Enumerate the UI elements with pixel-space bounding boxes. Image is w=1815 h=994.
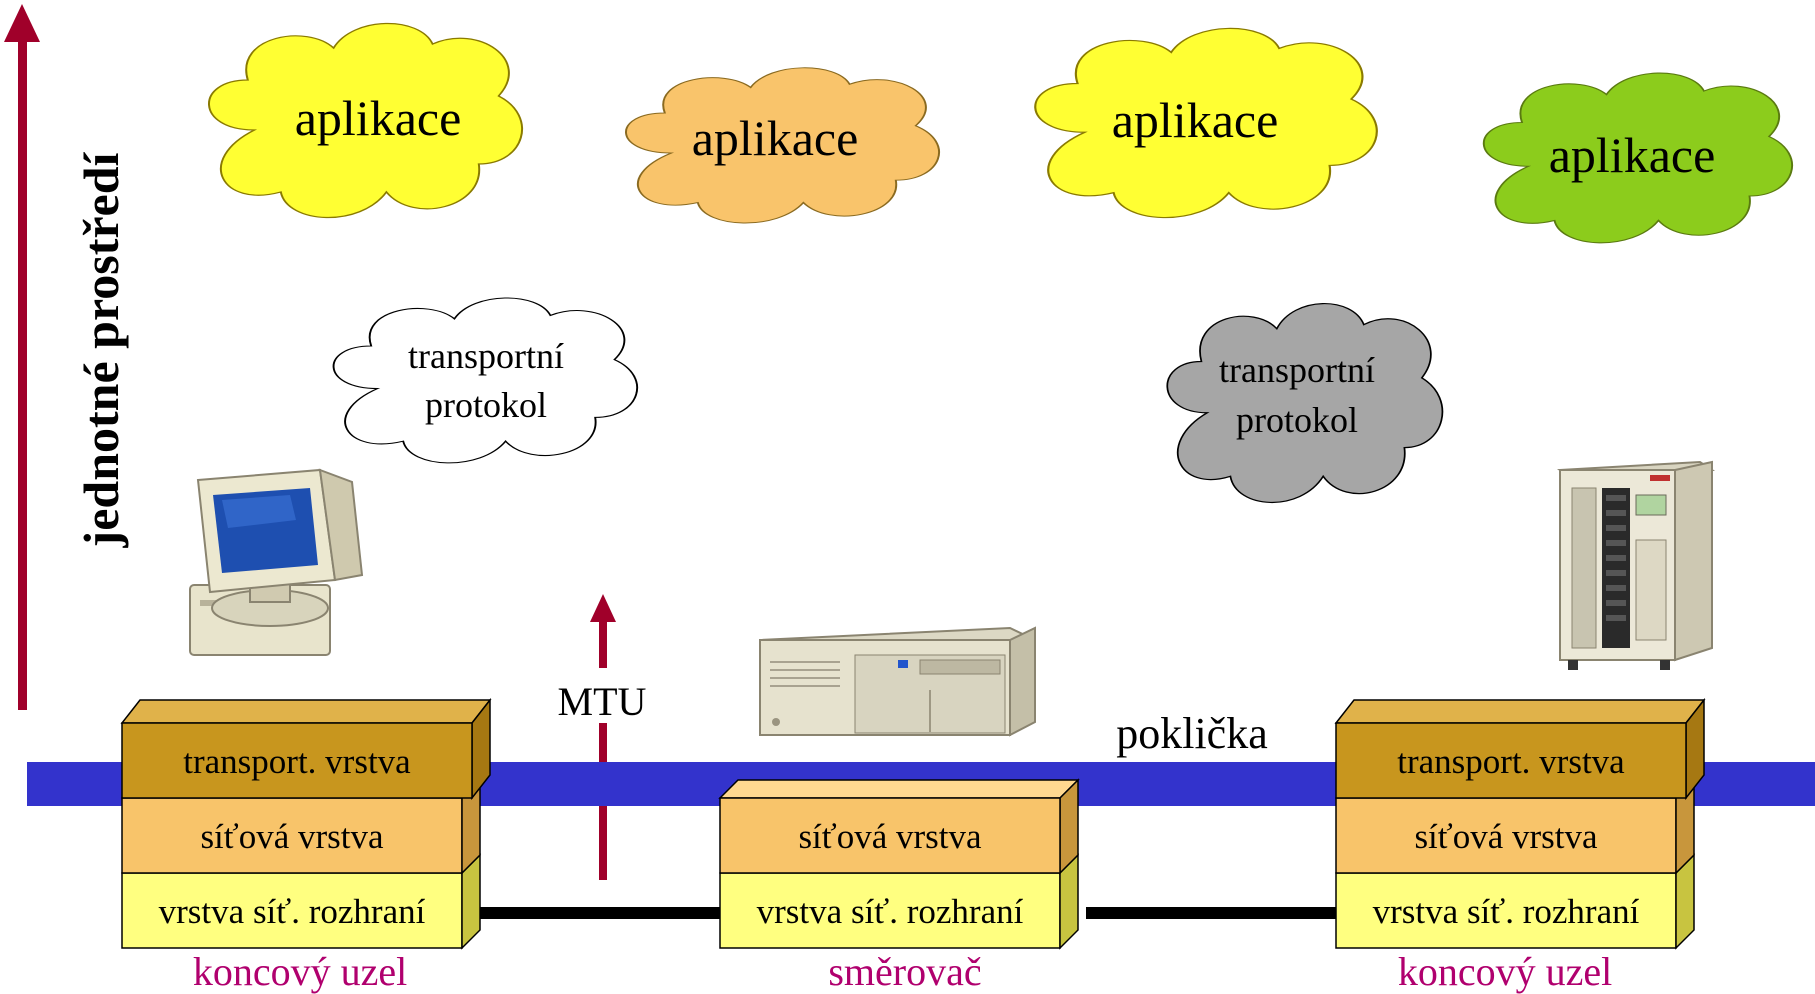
app-cloud-1: aplikace	[209, 23, 522, 217]
stack-right-network-label: síťová vrstva	[1414, 817, 1598, 856]
stack-right-interface-label: vrstva síť. rozhraní	[1373, 892, 1640, 931]
transport-cloud-right-line2: protokol	[1236, 400, 1358, 440]
stack-middle-network-box	[719, 797, 1061, 874]
app-cloud-2: aplikace	[626, 68, 939, 223]
app-cloud-4: aplikace	[1484, 73, 1792, 243]
transport-cloud-left: transportní protokol	[334, 298, 638, 463]
stack-middle: vrstva síť. rozhraní síťová vrstva směro…	[718, 778, 1080, 994]
app-cloud-1-label: aplikace	[295, 90, 462, 146]
stack-middle-network-label: síťová vrstva	[798, 817, 982, 856]
link-cable-left	[478, 907, 720, 919]
app-cloud-2-label: aplikace	[692, 110, 859, 166]
mtu-arrow	[590, 594, 616, 880]
vertical-arrow	[4, 4, 40, 710]
stack-right-transport-box	[1335, 722, 1687, 799]
stack-left-interface-label: vrstva síť. rozhraní	[159, 892, 426, 931]
stack-left-transport-label: transport. vrstva	[183, 742, 411, 781]
transport-cloud-right: transportní protokol	[1167, 304, 1442, 503]
stack-right: vrstva síť. rozhraní síťová vrstva trans…	[1334, 697, 1706, 994]
stack-left-interface-box	[121, 872, 463, 949]
router-device-icon	[759, 626, 1036, 737]
mtu-label: MTU	[558, 679, 647, 724]
vertical-label: jednotné prostředí	[73, 151, 129, 548]
app-cloud-3-label: aplikace	[1112, 92, 1279, 148]
link-cable-right	[1086, 907, 1336, 919]
desktop-computer-icon	[189, 468, 364, 656]
stack-middle-caption: směrovač	[828, 949, 981, 994]
app-cloud-3: aplikace	[1035, 28, 1377, 217]
stack-middle-interface-label: vrstva síť. rozhraní	[757, 892, 1024, 931]
transport-cloud-right-line1: transportní	[1219, 350, 1375, 390]
transport-cloud-left-line2: protokol	[425, 385, 547, 425]
server-tower-icon	[1556, 460, 1716, 670]
stack-left-caption: koncový uzel	[193, 949, 407, 994]
stack-left-network-box	[121, 797, 463, 874]
stack-right-network-box	[1335, 797, 1677, 874]
stack-right-transport-label: transport. vrstva	[1397, 742, 1625, 781]
stack-right-caption: koncový uzel	[1398, 949, 1612, 994]
transport-cloud-left-line1: transportní	[408, 336, 564, 376]
app-cloud-4-label: aplikace	[1549, 127, 1716, 183]
stack-left-network-label: síťová vrstva	[200, 817, 384, 856]
stack-left-transport-box	[121, 722, 473, 799]
stack-left: vrstva síť. rozhraní síťová vrstva trans…	[120, 697, 492, 994]
poklicka-label: poklička	[1116, 709, 1268, 758]
stack-middle-interface-box	[719, 872, 1061, 949]
